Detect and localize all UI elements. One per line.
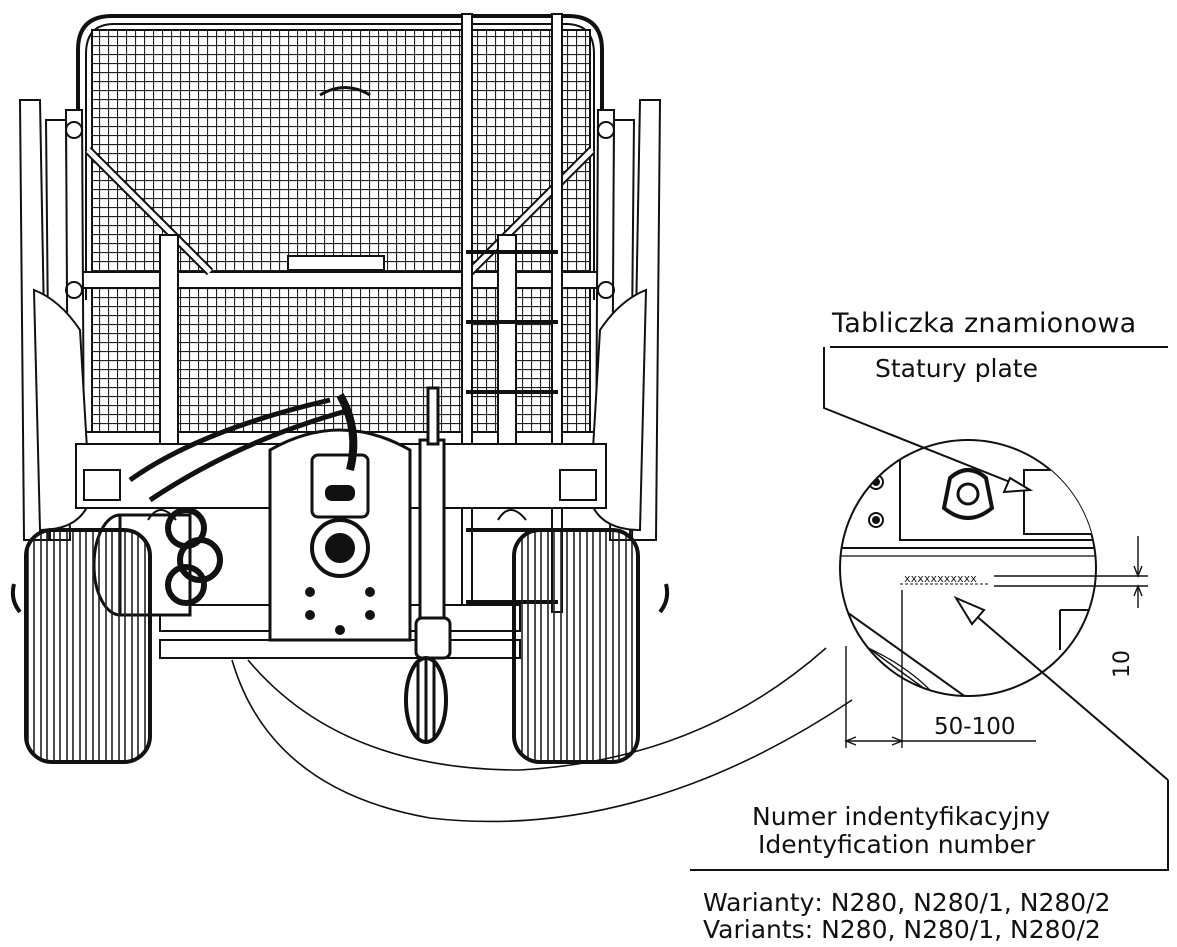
nameplate-label-pl: Tabliczka znamionowa bbox=[832, 308, 1137, 339]
left-tire bbox=[24, 528, 152, 764]
nameplate-label-en: Statury plate bbox=[875, 354, 1038, 383]
variants-label-en: Variants: N280, N280/1, N280/2 bbox=[703, 915, 1101, 944]
id-number-label-en: Identyfication number bbox=[758, 830, 1036, 859]
id-number-label-pl: Numer indentyfikacyjny bbox=[752, 802, 1051, 831]
variants-label-pl: Wariantу: N280, N280/1, N280/2 bbox=[703, 888, 1111, 917]
dimension-lines bbox=[690, 346, 1169, 871]
detail-circle bbox=[839, 439, 1097, 697]
dimension-horizontal-label: 50-100 bbox=[934, 714, 1016, 740]
dimension-vertical-label: 10 bbox=[1110, 650, 1135, 678]
serial-placeholder: xxxxxxxxxxx bbox=[904, 572, 977, 585]
wagon-rear-view bbox=[10, 13, 670, 764]
right-tire bbox=[512, 528, 640, 764]
callout-curves bbox=[231, 647, 853, 823]
